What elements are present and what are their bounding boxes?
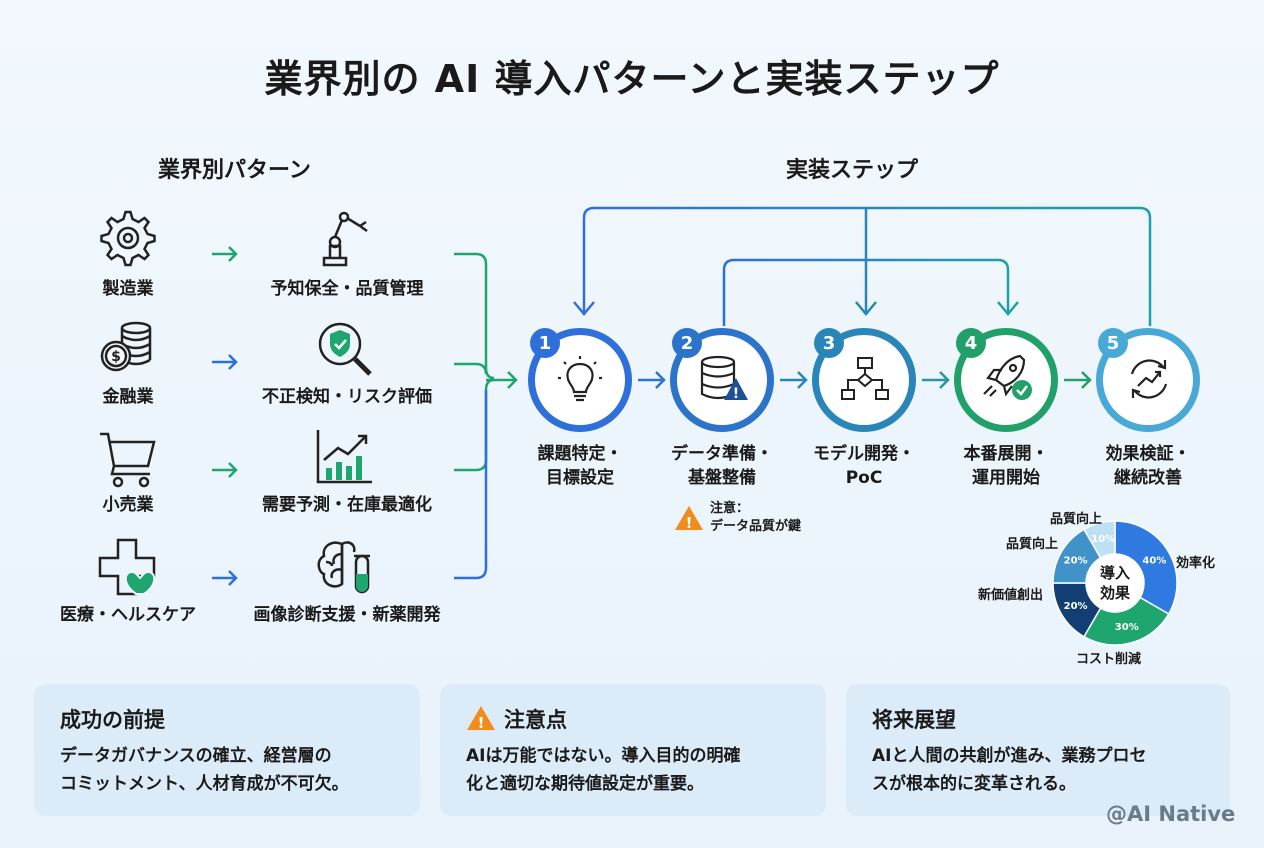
brain-testtube-icon [317,541,370,594]
donut-legend-cost-reduction: コスト削減 [1076,652,1142,667]
donut-slice-label: 20% [1064,555,1088,566]
arrow-right-icon [212,354,238,370]
card-title: 成功の前提 [60,708,165,732]
svg-text:$: $ [111,349,121,365]
usecase-label-retail: 需要予測・在庫最適化 [262,495,432,515]
donut-legend-quality-1: 品質向上 [1006,537,1059,552]
industry-label-healthcare: 医療・ヘルスケア [60,605,196,625]
step-number-badge: 3 [814,328,844,358]
card-text: データガバナンスの確立、経営層のコミットメント、人材育成が不可欠。 [60,746,349,794]
industry-pattern-heading: 業界別パターン [158,158,311,183]
robot-arm-icon [322,211,368,267]
step-number-badge: 1 [530,328,560,358]
coins-icon: $ [100,321,152,372]
industry-label-finance: 金融業 [102,387,154,407]
page-title: 業界別の AI 導入パターンと実装ステップ [264,57,1000,101]
usecase-label-manufacturing: 予知保全・品質管理 [270,279,424,299]
steps-flow-arrows [638,371,1092,389]
donut-slice-label: 30% [1115,622,1139,633]
caution-note: 注意：データ品質が鍵 [710,501,802,534]
step-4-label: 本番展開・運用開始 [963,444,1049,488]
donut-center-label-2: 効果 [1100,584,1131,602]
gear-icon [100,210,156,267]
growth-chart-icon [316,430,372,484]
industry-label-retail: 小売業 [102,495,154,515]
warning-icon: ! [467,706,495,732]
donut-slice-label: 40% [1142,555,1166,566]
arrow-right-icon [212,570,238,586]
step-number-badge: 5 [1098,328,1128,358]
card-title: 将来展望 [872,708,956,732]
donut-legend-quality-2: 品質向上 [1050,512,1103,527]
industry-bracket-connector [454,252,518,580]
feedback-loop-connectors [573,206,1152,326]
database-warning-icon: ! [700,355,748,402]
card-future-outlook: 将来展望 AIと人間の共創が進み、業務プロセスが根本的に変革される。 [846,684,1230,816]
step-number-badge: 2 [672,328,702,358]
svg-text:!: ! [733,386,739,402]
impact-donut-chart: 導入 効果 40%30%20%20%10% [1052,520,1178,646]
svg-text:!: ! [478,714,485,732]
donut-slice-label: 20% [1064,601,1088,612]
donut-center-label-1: 導入 [1100,564,1130,582]
card-text: AIは万能ではない。導入目的の明確化と適切な期待値設定が重要。 [466,746,741,794]
donut-legend-efficiency: 効率化 [1176,556,1216,571]
svg-text:!: ! [686,514,693,532]
step-3-label: モデル開発・PoC [813,444,915,488]
shopping-cart-icon [100,432,156,488]
step-2-label: データ準備・基盤整備 [671,444,773,488]
step-2-circle[interactable] [670,328,774,432]
lightbulb-icon [558,356,602,402]
arrow-right-icon [212,462,238,478]
implementation-steps-heading: 実装ステップ [786,158,919,183]
cycle-improvement-icon [1130,359,1168,399]
step-number-badge: 4 [956,328,986,358]
flowchart-icon [841,357,889,400]
step-5-label: 効果検証・継続改善 [1105,444,1191,488]
step-1-label: 課題特定・目標設定 [537,444,623,488]
watermark: @AI Native [1106,802,1236,826]
shield-magnifier-icon [318,322,372,376]
usecase-label-finance: 不正検知・リスク評価 [262,387,432,407]
industry-label-manufacturing: 製造業 [102,279,154,299]
medical-cross-heart-icon [98,538,156,596]
card-success-prerequisites: 成功の前提 データガバナンスの確立、経営層のコミットメント、人材育成が不可欠。 [34,684,420,816]
rocket-icon [983,354,1032,400]
arrow-right-icon [212,246,238,262]
usecase-label-healthcare: 画像診断支援・新薬開発 [253,605,441,625]
warning-icon: ! [675,506,703,532]
card-cautions: ! 注意点 AIは万能ではない。導入目的の明確化と適切な期待値設定が重要。 [440,684,826,816]
donut-slice-label: 10% [1091,534,1115,545]
card-title: 注意点 [504,708,567,732]
card-text: AIと人間の共創が進み、業務プロセスが根本的に変革される。 [872,746,1147,794]
donut-legend-new-value: 新価値創出 [978,588,1044,603]
